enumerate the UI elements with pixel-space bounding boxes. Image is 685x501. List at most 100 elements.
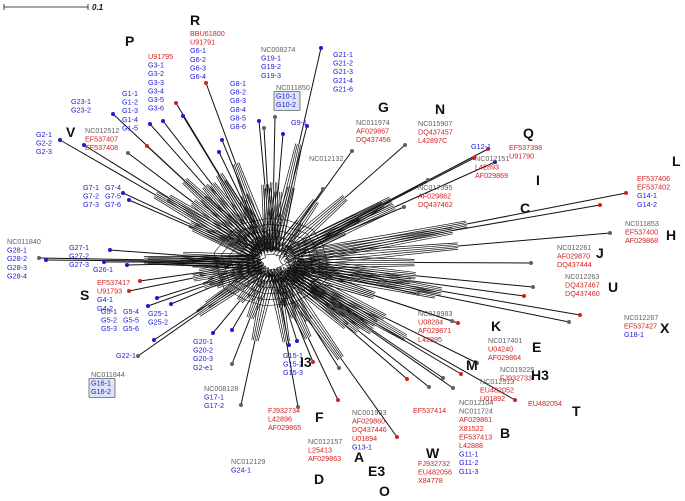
taxon-label: G6-4 xyxy=(190,72,206,81)
taxon-label: DQ437444 xyxy=(557,260,592,269)
taxon-label: G6-1 xyxy=(190,46,206,55)
taxon-label: G7-4 xyxy=(105,183,121,192)
taxon-label: G15-3 xyxy=(283,368,303,377)
network-edge xyxy=(268,223,286,227)
taxon-label: G9-1 xyxy=(291,118,307,127)
network-edge xyxy=(249,229,270,235)
taxon-label: G24-1 xyxy=(231,466,251,475)
network-edge xyxy=(307,248,312,263)
network-edge xyxy=(273,220,300,255)
network-edge xyxy=(300,251,305,263)
taxon-node xyxy=(287,343,291,347)
network-edge xyxy=(239,202,263,257)
network-edge xyxy=(285,218,359,259)
network-edge xyxy=(229,284,250,296)
taxon-label: AF029862 xyxy=(418,192,451,201)
network-edge xyxy=(199,274,266,317)
network-edge xyxy=(283,202,319,258)
group-letter: A xyxy=(354,449,364,465)
network-edge xyxy=(307,337,339,401)
taxon-label: G1-5 xyxy=(122,123,138,132)
network-edge xyxy=(245,199,274,251)
network-edge xyxy=(248,265,267,299)
taxon-node xyxy=(82,143,86,147)
network-edge xyxy=(149,123,206,187)
network-edge xyxy=(139,271,200,282)
taxon-label: G2-1 xyxy=(36,130,52,139)
group-letter: H xyxy=(666,227,676,243)
network-edge xyxy=(302,277,320,291)
taxon-label: G3-2 xyxy=(148,69,164,78)
taxon-label: G23-1 xyxy=(71,97,91,106)
taxon-labels: BBU61800U91791G6-1G6-2G6-3G6-4RU91795G3-… xyxy=(7,12,681,499)
taxon-label: FJ932734 xyxy=(268,406,300,415)
network-edge xyxy=(231,299,251,331)
taxon-label: EU482052 xyxy=(480,386,514,395)
network-edge xyxy=(298,242,458,254)
network-edge xyxy=(415,275,534,288)
network-edge xyxy=(259,257,266,261)
taxon-label: EU482056 xyxy=(418,468,452,477)
network-edge xyxy=(253,272,267,341)
taxon-label: G2-e1 xyxy=(193,363,213,372)
taxon-label: G17-1 xyxy=(204,393,224,402)
network-edge xyxy=(162,120,213,185)
network-edge xyxy=(276,279,339,361)
network-edge xyxy=(259,260,265,264)
taxon-label: G28-2 xyxy=(7,254,27,263)
taxon-label: NC008274 xyxy=(261,45,295,54)
network-edge xyxy=(285,341,299,408)
network-edge xyxy=(191,230,259,264)
network-edge xyxy=(212,300,240,334)
network-edge xyxy=(217,271,225,288)
group-letter: E xyxy=(532,339,541,355)
network-edge xyxy=(435,294,570,323)
network-edge xyxy=(293,257,416,273)
network-edge xyxy=(240,234,250,244)
network-edge xyxy=(254,264,257,271)
network-edge xyxy=(292,258,412,278)
highlight-box xyxy=(88,378,116,398)
network-edge xyxy=(182,115,224,182)
network-edge xyxy=(268,182,273,251)
group-letter: P xyxy=(125,33,134,49)
network-edge xyxy=(183,251,260,256)
taxon-label: NC012513 xyxy=(480,377,514,386)
network-edge xyxy=(267,280,283,283)
taxon-node xyxy=(125,263,129,267)
taxon-label: G5-4 xyxy=(123,307,139,316)
taxon-label: G19-1 xyxy=(261,54,281,63)
network-edge xyxy=(466,192,627,225)
network-edge xyxy=(282,231,345,258)
taxon-label: G11-2 xyxy=(459,458,478,467)
network-edge xyxy=(283,264,353,280)
network-edge xyxy=(344,144,406,199)
taxon-label: NC011850 xyxy=(276,83,310,92)
taxon-label: G3-5 xyxy=(148,95,164,104)
network-edge xyxy=(287,261,291,268)
network-edge xyxy=(345,325,408,380)
taxon-label: L25413 xyxy=(308,446,332,455)
taxon-label: G7-1 xyxy=(83,183,99,192)
taxon-node xyxy=(475,361,479,365)
group-letter: I xyxy=(536,172,540,188)
taxon-node xyxy=(578,313,582,317)
taxon-label: G8-5 xyxy=(230,113,246,122)
network-edge xyxy=(287,219,313,230)
network-edge xyxy=(241,217,269,225)
taxon-label: G20-2 xyxy=(193,346,213,355)
taxon-label: G16-2 xyxy=(91,387,111,396)
network-edge xyxy=(261,263,265,267)
network-edge xyxy=(288,260,373,292)
taxon-label: AF029860 xyxy=(352,417,385,426)
network-edge xyxy=(315,150,353,202)
network-edge xyxy=(210,185,262,253)
network-edge xyxy=(256,284,267,289)
taxon-label: DQ437456 xyxy=(356,135,391,144)
network-edge xyxy=(285,225,308,235)
network-edge xyxy=(126,263,193,266)
group-letter: S xyxy=(80,287,89,303)
network-edge xyxy=(206,265,261,304)
network-edge xyxy=(344,206,405,233)
